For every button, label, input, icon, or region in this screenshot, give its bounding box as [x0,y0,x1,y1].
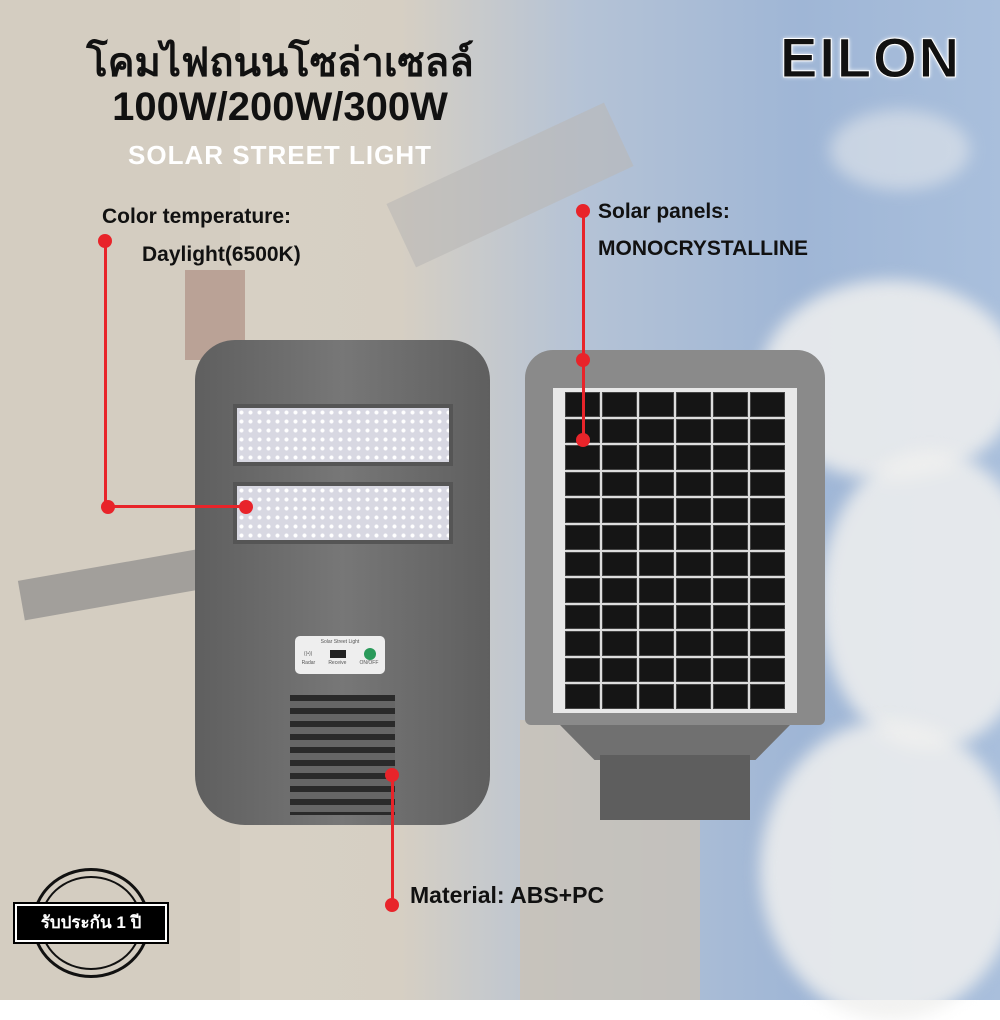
led-panel-bottom [233,482,453,544]
control-panel: Solar Street Light ((•)) Radar Receive O… [295,636,385,674]
warranty-text: รับประกัน 1 ปี [13,902,169,944]
title-thai: โคมไฟถนนโซล่าเซลล์ [86,41,474,85]
title-english: SOLAR STREET LIGHT [128,140,432,170]
radar-label: Radar [301,660,316,666]
warranty-badge: รับประกัน 1 ปี [13,868,169,978]
material-label: Material: ABS+PC [410,882,605,908]
solar-panel [525,350,825,725]
color-temp-label: Color temperature: [102,205,292,228]
solar-value: MONOCRYSTALLINE [598,237,808,260]
solar-label: Solar panels: [598,200,730,223]
control-panel-title: Solar Street Light [320,639,360,645]
onoff-label: ON/OFF [359,660,379,666]
receive-label: Receive [328,660,347,666]
panel-mount [560,725,790,760]
receiver [330,650,347,658]
panel-bracket [600,755,750,820]
title-wattage: 100W/200W/300W [112,85,448,129]
lamp-body: Solar Street Light ((•)) Radar Receive O… [195,340,490,825]
color-temp-value: Daylight(6500K) [142,243,301,266]
eilon-logo: EILON [779,26,962,90]
led-panel-top [233,404,453,466]
power-button[interactable] [364,648,377,660]
radar-icon: ((•)) [303,651,313,657]
